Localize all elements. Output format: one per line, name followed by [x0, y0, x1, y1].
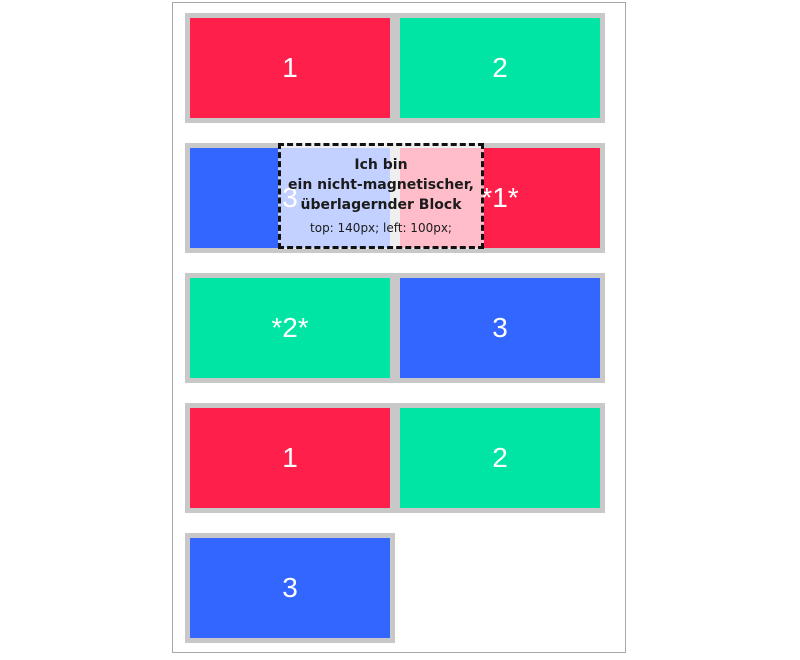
grid-row-4: 1 2	[185, 403, 605, 513]
tile-3[interactable]: 3	[400, 278, 600, 378]
tile-label: 2	[492, 442, 508, 473]
grid-row-5: 3	[185, 533, 395, 643]
tile-2-marked[interactable]: *2*	[190, 278, 390, 378]
tile-1[interactable]: 1	[190, 408, 390, 508]
tile-3[interactable]: 3	[190, 538, 390, 638]
tile-label: 3	[282, 572, 298, 603]
non-magnetic-overlay-block[interactable]: Ich bin ein nicht-magnetischer, überlage…	[278, 143, 484, 249]
grid-row-1: 1 2	[185, 13, 605, 123]
tile-label: 3	[492, 312, 508, 343]
tile-label: 1	[282, 442, 298, 473]
tile-label: 1	[282, 52, 298, 83]
overlay-title-line-3: überlagernder Block	[300, 197, 462, 213]
grid-panel: 1 2 3 *1* *2* 3 1 2 3 Ich bin ein nicht-…	[172, 2, 626, 653]
tile-label: *2*	[271, 312, 309, 343]
tile-label: *1*	[481, 182, 519, 213]
overlay-position-text: top: 140px; left: 100px;	[310, 221, 452, 235]
overlay-title-line-2: ein nicht-magnetischer,	[288, 177, 474, 193]
tile-2[interactable]: 2	[400, 408, 600, 508]
overlay-title-line-1: Ich bin	[354, 157, 408, 173]
tile-1[interactable]: 1	[190, 18, 390, 118]
tile-2[interactable]: 2	[400, 18, 600, 118]
tile-label: 2	[492, 52, 508, 83]
grid-row-3: *2* 3	[185, 273, 605, 383]
